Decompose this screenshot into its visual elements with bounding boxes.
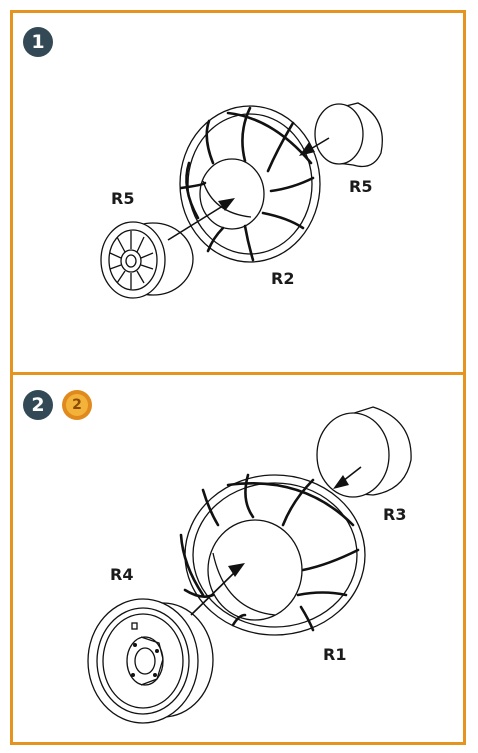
part-label-r2: R2 [271,269,295,288]
part-label-r5-outer: R5 [349,177,373,196]
cap-r3 [316,406,412,498]
tyre-r2 [179,105,321,263]
step-number-badge: 1 [23,27,53,57]
hub-r5-inner [100,221,194,299]
step-2-panel: 2 2 [10,372,466,745]
part-label-r3: R3 [383,505,407,524]
step-1-illustration [100,102,383,299]
part-label-r4: R4 [110,565,134,584]
assembly-arrow [333,466,362,489]
assembly-arrow [167,198,235,241]
part-label-r5-inner: R5 [111,189,135,208]
wheel-r4 [87,598,214,724]
assembly-arrow [190,563,245,616]
cap-r5-outer [314,102,383,168]
tyre-r1 [179,473,366,636]
assembly-arrow [299,137,330,156]
step-1-panel: 1 [10,10,466,375]
step-number-badge: 2 [23,390,53,420]
sub-step-reference-badge: 2 [62,390,92,420]
sub-step-reference-number: 2 [66,394,88,416]
part-label-r1: R1 [323,645,347,664]
step-2-illustration [87,406,412,724]
